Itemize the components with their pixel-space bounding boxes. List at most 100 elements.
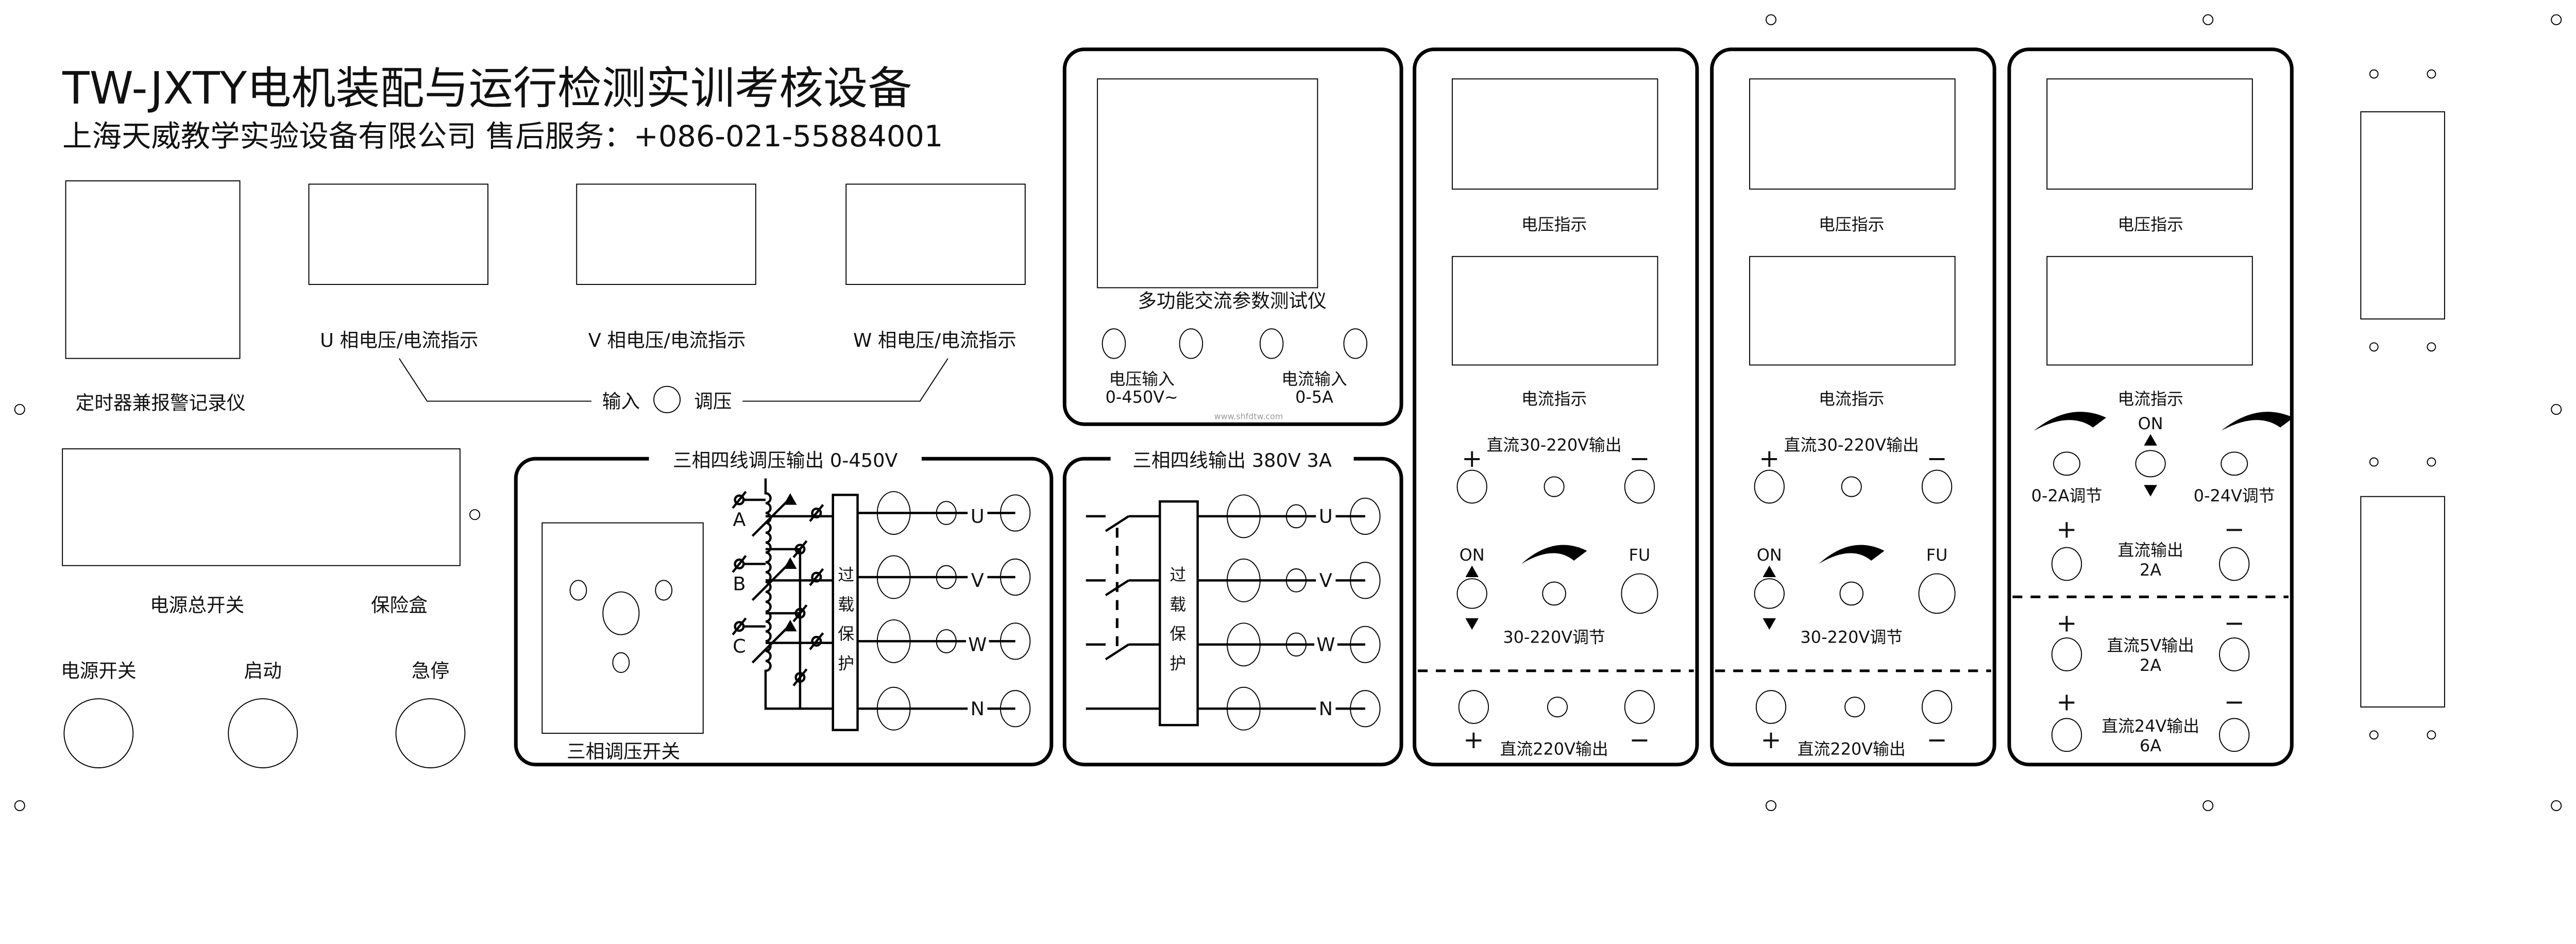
regulator-switch-knob[interactable]	[602, 591, 640, 635]
positive-terminal[interactable]	[2051, 547, 2082, 581]
positive-terminal[interactable]	[1755, 690, 1787, 724]
voltage-adjust-knob[interactable]	[2221, 451, 2248, 476]
line-u-label: U	[1319, 505, 1333, 528]
output-jack[interactable]	[876, 491, 911, 535]
voltage-indicator-label: 电压指示	[1521, 215, 1587, 234]
fixed-line-labels: U V W N	[1314, 503, 1337, 720]
voltage-adjust-label: 0-24V调节	[2194, 486, 2275, 505]
arrow-head-icon	[784, 493, 797, 505]
terminal-icon	[792, 668, 808, 686]
output-jack[interactable]	[1000, 622, 1031, 660]
negative-terminal[interactable]	[1624, 690, 1655, 724]
phase-b-label: B	[733, 572, 745, 595]
fuse-holder[interactable]	[1918, 573, 1956, 614]
terminal-icon	[811, 635, 822, 647]
line-u-label: U	[971, 505, 985, 528]
ac-meter-jack[interactable]	[1101, 328, 1126, 359]
indicator-lamp	[1841, 476, 1862, 497]
voltage-regulator-knob[interactable]	[653, 385, 681, 413]
dc-output-label: 直流输出	[2117, 540, 2183, 560]
minus-sign: −	[1629, 726, 1650, 754]
terminal-icon	[792, 540, 808, 559]
voltage-display	[1451, 78, 1658, 190]
emergency-stop-button[interactable]	[395, 698, 466, 769]
positive-terminal[interactable]	[2051, 718, 2082, 752]
regulator-switch-label: 三相调压开关	[567, 740, 680, 763]
output-jack[interactable]	[1227, 494, 1261, 538]
positive-terminal[interactable]	[1754, 469, 1785, 504]
ac-meter-jack[interactable]	[1259, 328, 1284, 359]
phase-indicator-lamp	[936, 501, 957, 525]
minus-sign: −	[1629, 445, 1650, 473]
output-jack[interactable]	[1227, 686, 1261, 731]
output-jack[interactable]	[1000, 494, 1031, 532]
output-jack[interactable]	[1350, 497, 1381, 535]
voltage-adjust-knob[interactable]	[1839, 581, 1864, 606]
terminal-icon	[732, 617, 747, 636]
start-button[interactable]	[228, 698, 298, 769]
mount-hole	[2369, 730, 2379, 740]
output-jack[interactable]	[1227, 622, 1261, 667]
u-phase-label: U 相电压/电流指示	[320, 329, 478, 351]
minus-sign: −	[1927, 445, 1947, 473]
on-switch[interactable]	[2135, 450, 2166, 478]
mount-hole	[655, 580, 673, 601]
plus-sign: +	[1462, 445, 1482, 473]
down-arrow-icon	[1762, 618, 1776, 630]
terminal-icon	[794, 608, 806, 619]
plus-sign: +	[2056, 688, 2077, 716]
negative-terminal[interactable]	[2219, 637, 2250, 671]
current-adjust-knob[interactable]	[2053, 451, 2080, 476]
dc24-rating: 6A	[2140, 736, 2161, 755]
output-jack[interactable]	[876, 686, 911, 731]
negative-terminal[interactable]	[2219, 718, 2250, 752]
negative-terminal[interactable]	[1921, 690, 1953, 724]
plus-sign: +	[1760, 726, 1781, 754]
current-range-label: 0-5A	[1295, 387, 1333, 407]
current-display	[2046, 256, 2253, 366]
fuse-holder[interactable]	[1621, 573, 1658, 614]
screw-icon	[14, 800, 25, 812]
output-jack[interactable]	[1350, 626, 1381, 663]
dc-panel-frame	[1413, 47, 1699, 767]
on-switch[interactable]	[1456, 578, 1487, 609]
screw-icon	[1765, 14, 1777, 25]
negative-terminal[interactable]	[2219, 547, 2250, 581]
output-jack[interactable]	[1000, 558, 1031, 596]
plus-sign: +	[2056, 515, 2077, 544]
input-label: 输入	[602, 390, 640, 412]
phase-c-label: C	[733, 635, 746, 658]
current-indicator-label: 电流指示	[1819, 389, 1884, 409]
timer-label: 定时器兼报警记录仪	[76, 392, 246, 414]
ac-meter-jack[interactable]	[1343, 328, 1368, 359]
negative-terminal[interactable]	[1624, 469, 1655, 504]
output-jack[interactable]	[1350, 690, 1381, 728]
fixed-output-panel	[1062, 457, 1403, 767]
main-switch-window	[62, 448, 461, 566]
power-switch-button[interactable]	[63, 698, 134, 769]
positive-terminal[interactable]	[2051, 637, 2082, 671]
negative-terminal[interactable]	[1921, 469, 1953, 504]
current-display	[1749, 256, 1956, 366]
ac-meter-jack[interactable]	[1179, 328, 1204, 359]
start-label: 启动	[244, 660, 282, 682]
fuse-box-hole[interactable]	[469, 509, 481, 520]
voltage-adjust-knob[interactable]	[1542, 581, 1566, 606]
line-w-label: W	[968, 634, 987, 656]
output-jack[interactable]	[1000, 690, 1031, 728]
positive-terminal[interactable]	[1456, 469, 1487, 504]
output-jack[interactable]	[876, 619, 911, 663]
current-display	[1451, 256, 1658, 366]
terminal-icon	[811, 571, 822, 583]
arrow-head-icon	[784, 619, 797, 632]
adjust-scale-icon	[1521, 545, 1587, 564]
screw-icon	[2551, 403, 2562, 415]
output-jack[interactable]	[1350, 562, 1381, 599]
stop-label: 急停	[412, 660, 449, 682]
fixed-dc-output-label: 直流220V输出	[1798, 739, 1906, 759]
positive-terminal[interactable]	[1458, 690, 1489, 724]
output-jack[interactable]	[1227, 558, 1261, 602]
on-switch[interactable]	[1754, 578, 1785, 609]
output-jack[interactable]	[876, 555, 911, 599]
phase-indicator-lamp	[1285, 632, 1307, 657]
